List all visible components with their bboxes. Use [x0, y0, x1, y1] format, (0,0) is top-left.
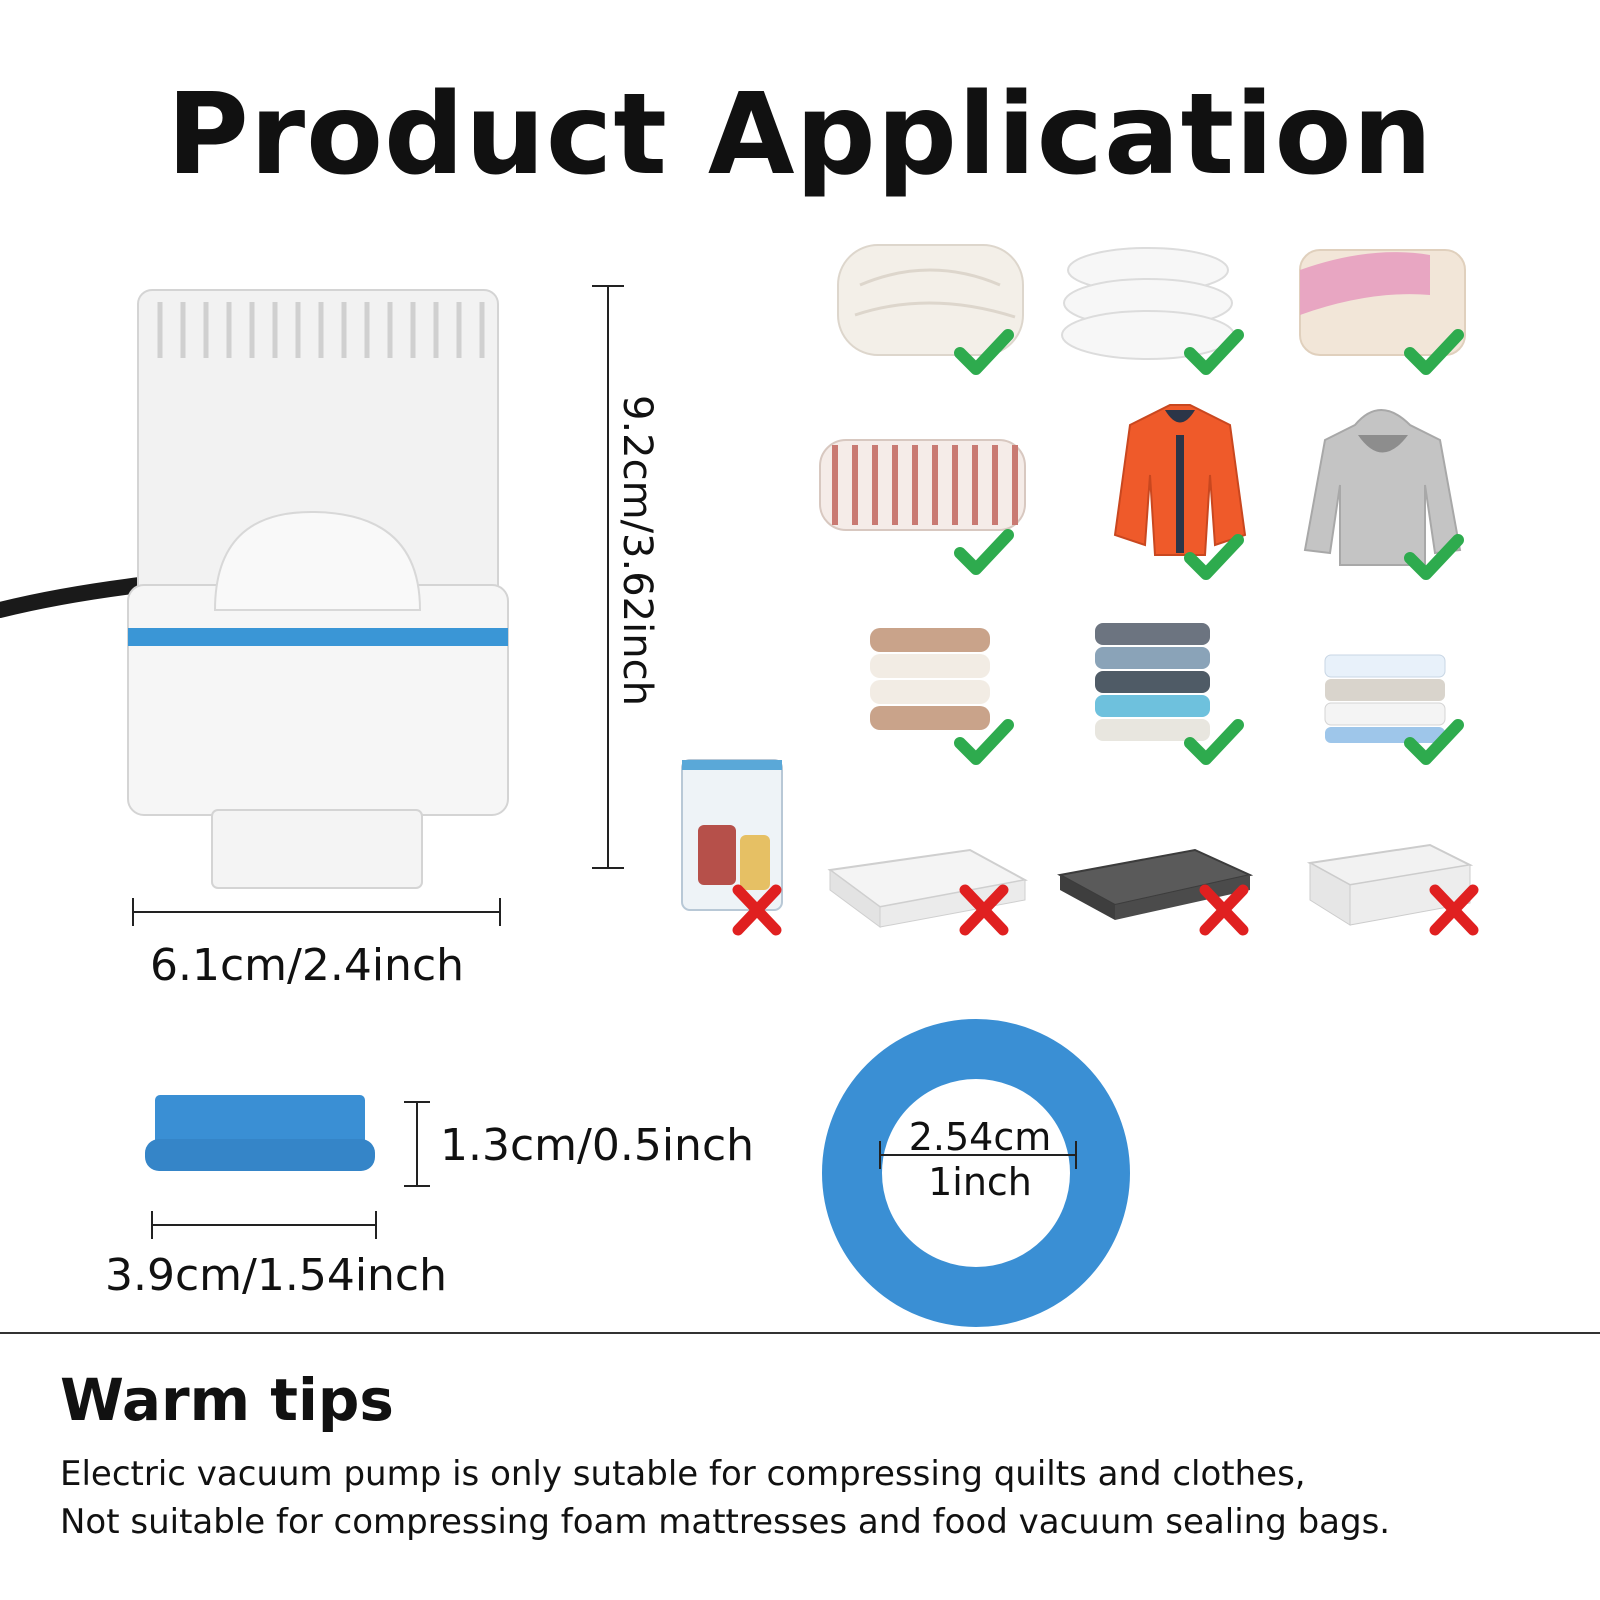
- pump-height-label: 9.2cm/3.62inch: [614, 395, 660, 706]
- vacuum-pump-image: [0, 289, 509, 889]
- foam-mattress-item: [827, 848, 1028, 930]
- mattress-topper-item: [1057, 848, 1254, 930]
- pump-height-dimension-line: [592, 285, 624, 869]
- shirts-item: [1324, 654, 1458, 759]
- mattress-item: [1306, 843, 1473, 930]
- striped-blanket-item: [819, 439, 1026, 569]
- cap-height-dimension-line: [404, 1101, 430, 1187]
- section-divider: [0, 1332, 1600, 1334]
- pump-width-label: 6.1cm/2.4inch: [150, 940, 465, 991]
- quilt-item: [837, 244, 1024, 369]
- down-jacket-item: [1113, 404, 1247, 574]
- cap-image: [145, 1095, 375, 1171]
- warm-tips-title: Warm tips: [60, 1366, 394, 1434]
- warm-tips-line-2: Not suitable for compressing foam mattre…: [60, 1502, 1391, 1542]
- warm-tips-line-1: Electric vacuum pump is only sutable for…: [60, 1454, 1306, 1494]
- application-grid: [681, 244, 1510, 965]
- page-title: Product Application: [166, 70, 1434, 200]
- cap-width-dimension-line: [151, 1211, 377, 1239]
- hoodie-item: [1303, 409, 1460, 574]
- ring-inner-inch-label: 1inch: [928, 1160, 1032, 1204]
- pump-width-dimension-line: [132, 898, 501, 926]
- food-vacuum-bags-item: [681, 759, 783, 930]
- cap-height-label: 1.3cm/0.5inch: [440, 1120, 755, 1171]
- pillows-item: [1061, 247, 1238, 369]
- blanket-item: [1299, 249, 1466, 369]
- blue-ring-image: [822, 1019, 1130, 1327]
- ring-inner-cm-label: 2.54cm: [908, 1115, 1052, 1159]
- towels-item: [870, 628, 1008, 759]
- sweaters-item: [1095, 623, 1238, 759]
- cap-width-label: 3.9cm/1.54inch: [105, 1250, 448, 1301]
